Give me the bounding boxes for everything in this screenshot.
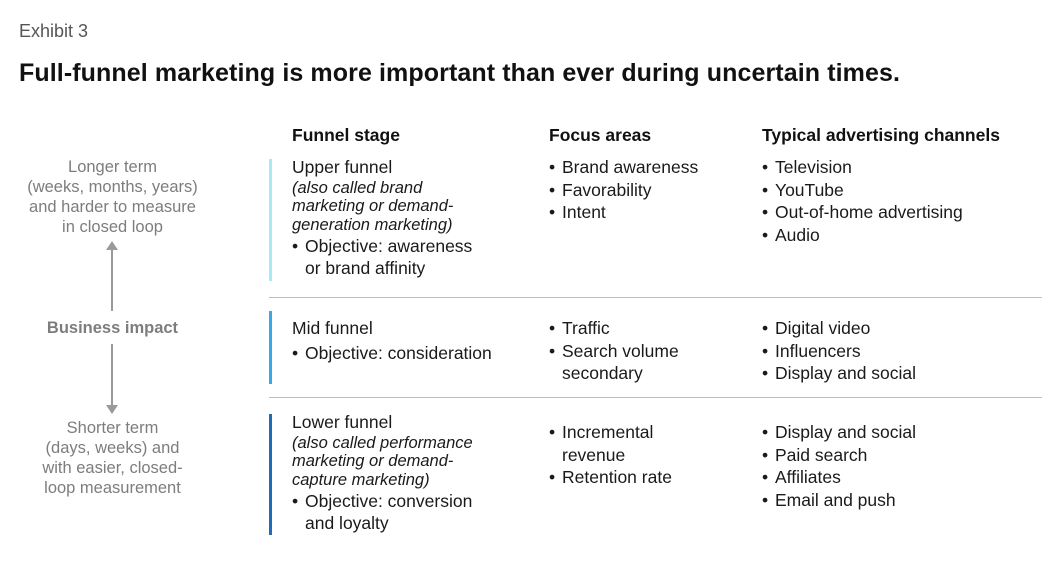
upper-funnel-focus: Brand awareness Favorability Intent [549, 156, 754, 224]
mid-funnel-focus: Traffic Search volume secondary [549, 317, 754, 385]
arrow-down-icon [106, 344, 118, 414]
header-advertising-channels: Typical advertising channels [762, 125, 1000, 145]
list-item: Search volume secondary [549, 340, 754, 385]
shorter-term-label: Shorter term (days, weeks) and with easi… [42, 419, 183, 497]
mid-funnel-stage: Mid funnel Objective: consideration [292, 317, 542, 364]
list-item: Retention rate [549, 466, 754, 489]
stage-note: (also called brand marketing or demand- … [292, 178, 454, 234]
row-divider [269, 297, 1042, 298]
list-item: YouTube [762, 179, 1032, 202]
stage-name: Mid funnel [292, 318, 373, 338]
exhibit-label: Exhibit 3 [19, 21, 89, 41]
page-title: Full-funnel marketing is more important … [19, 59, 901, 87]
upper-funnel-channels: Television YouTube Out-of-home advertisi… [762, 156, 1032, 246]
upper-funnel-bar [269, 159, 272, 281]
lower-funnel-focus: Incremental revenue Retention rate [549, 421, 754, 489]
lower-funnel-stage: Lower funnel (also called performance ma… [292, 411, 542, 535]
stage-name: Lower funnel [292, 412, 393, 432]
mid-funnel-bar [269, 311, 272, 384]
header-focus-areas: Focus areas [549, 125, 652, 145]
list-item: Incremental revenue [549, 421, 754, 466]
business-impact-label: Business impact [46, 319, 179, 337]
list-item: Affiliates [762, 466, 1032, 489]
list-item: Traffic [549, 317, 754, 340]
header-funnel-stage: Funnel stage [292, 125, 400, 145]
list-item: Brand awareness [549, 156, 754, 179]
list-item: Audio [762, 224, 1032, 247]
list-item: Television [762, 156, 1032, 179]
list-item: Favorability [549, 179, 754, 202]
list-item: Influencers [762, 340, 1032, 363]
lower-funnel-bar [269, 414, 272, 535]
stage-objective: Objective: awareness or brand affinity [292, 235, 542, 280]
list-item: Email and push [762, 489, 1032, 512]
list-item: Display and social [762, 362, 1032, 385]
longer-term-label: Longer term (weeks, months, years) and h… [27, 158, 198, 236]
arrow-up-icon [106, 241, 118, 311]
list-item: Display and social [762, 421, 1032, 444]
lower-funnel-channels: Display and social Paid search Affiliate… [762, 421, 1032, 511]
row-divider [269, 397, 1042, 398]
upper-funnel-stage: Upper funnel (also called brand marketin… [292, 156, 542, 280]
mid-funnel-channels: Digital video Influencers Display and so… [762, 317, 1032, 385]
list-item: Intent [549, 201, 754, 224]
stage-objective: Objective: consideration [292, 342, 542, 365]
stage-note: (also called performance marketing or de… [292, 433, 473, 489]
stage-name: Upper funnel [292, 157, 393, 177]
list-item: Paid search [762, 444, 1032, 467]
list-item: Digital video [762, 317, 1032, 340]
list-item: Out-of-home advertising [762, 201, 1032, 224]
stage-objective: Objective: conversion and loyalty [292, 490, 542, 535]
